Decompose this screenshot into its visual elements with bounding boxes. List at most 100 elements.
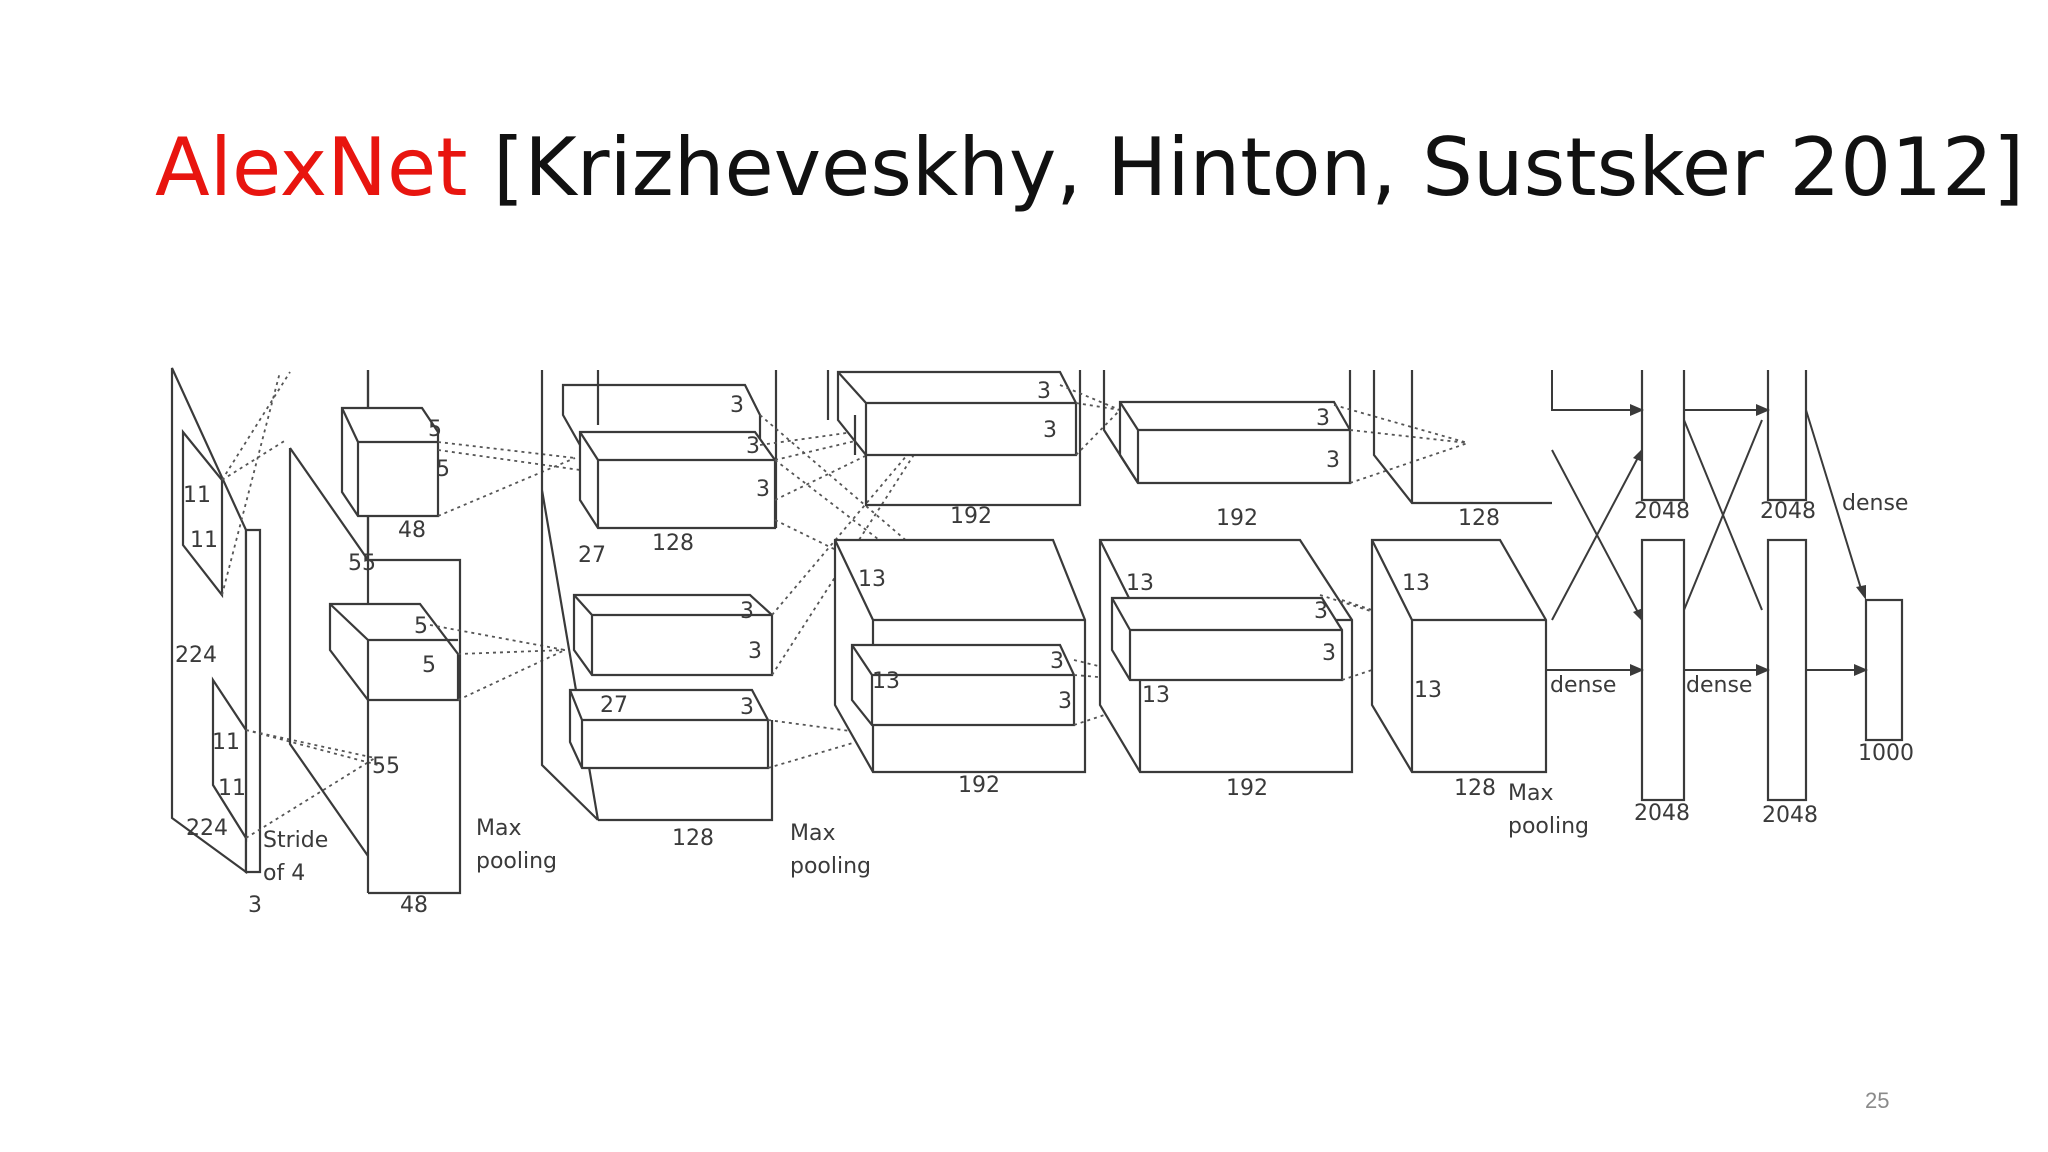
conv1-kernel-label: 5 <box>428 417 442 442</box>
conv3-kernel-label: 3 <box>1037 379 1051 404</box>
pool2-label: pooling <box>790 854 871 879</box>
fc6-size-label: 2048 <box>1634 499 1690 524</box>
conv1-depth-label: 48 <box>400 893 428 918</box>
stride-label: Stride <box>263 828 328 853</box>
conv2-depth-label: 128 <box>672 826 714 851</box>
title-citation: [Krizheveskhy, Hinton, Sustsker 2012] <box>492 121 2025 214</box>
conv3-depth-label: 192 <box>950 504 992 529</box>
fc7-size-label: 2048 <box>1760 499 1816 524</box>
arrowhead <box>1630 664 1644 676</box>
conv2-kernel-label: 3 <box>748 639 762 664</box>
conv1-kernel-top <box>340 406 440 518</box>
projection-lines <box>221 371 379 839</box>
projection-lines <box>429 441 581 701</box>
conv1-kernel-top-edge <box>341 407 438 516</box>
conv2-kernel-label: 3 <box>730 393 744 418</box>
conv4-bottom-kernel-edge <box>1111 597 1342 680</box>
conv4-kernel-label: 3 <box>1322 641 1336 666</box>
conv4-depth-label: 192 <box>1226 776 1268 801</box>
projection-lines <box>1059 384 1196 726</box>
conv4-kernel-label: 3 <box>1326 448 1340 473</box>
conv4-layer: 3 3 3 3 13 13 192 192 <box>1098 370 1469 801</box>
title-network-name: AlexNet <box>155 121 468 214</box>
input-kernel-label: 11 <box>183 483 211 508</box>
arrowhead <box>1856 585 1866 600</box>
pool1-label: pooling <box>476 849 557 874</box>
conv1-kernel-label: 5 <box>414 614 428 639</box>
conv2-kernel-label: 3 <box>740 599 754 624</box>
input-height-label: 224 <box>175 643 217 668</box>
conv4-kernel-label: 3 <box>1316 406 1330 431</box>
conv3-depth-label: 192 <box>958 773 1000 798</box>
pool3-label: Max <box>1508 781 1553 806</box>
arrowhead <box>1630 404 1644 416</box>
conv3-top-frame <box>826 370 1082 507</box>
conv2-kernel-bottom-edge <box>568 689 768 768</box>
pool3-label: pooling <box>1508 814 1589 839</box>
conv1-width-label: 55 <box>348 551 376 576</box>
page-number: 25 <box>1865 1088 1890 1113</box>
input-volume-edge <box>244 528 262 874</box>
conv2-kernel-label: 3 <box>740 695 754 720</box>
conv1-kernel-label: 5 <box>436 457 450 482</box>
fc7-size-label: 2048 <box>1762 803 1818 828</box>
conv5-depth-label: 128 <box>1454 776 1496 801</box>
dense-label: dense <box>1686 673 1752 698</box>
conv1-kernel-bottom-edge <box>329 603 458 700</box>
fc6-size-label: 2048 <box>1634 801 1690 826</box>
conv1-kernel-bottom <box>328 602 460 702</box>
conv1-layer: 5 5 5 5 48 55 55 48 Max pooling <box>288 370 581 918</box>
conv1-depth-label: 48 <box>398 518 426 543</box>
fc6-top-block <box>1640 370 1686 502</box>
conv4-kernel-label: 3 <box>1314 599 1328 624</box>
arrowhead <box>1633 448 1643 462</box>
input-kernel-label: 11 <box>218 776 246 801</box>
dense-label: dense <box>1550 673 1616 698</box>
conv3-width-label: 13 <box>872 669 900 694</box>
arrowhead <box>1854 664 1868 676</box>
dense-connection-arrows <box>1546 370 1863 671</box>
conv2-kernel-label: 3 <box>746 434 760 459</box>
conv4-width-label: 13 <box>1126 571 1154 596</box>
input-depth-label: 3 <box>248 893 262 918</box>
fc8-output-block <box>1864 598 1904 742</box>
dense-layers: 2048 2048 2048 2048 1000 dense dense den… <box>1546 370 1914 828</box>
input-layer: 11 11 11 11 224 224 3 Stride of 4 <box>170 367 379 918</box>
conv5-bottom <box>1370 538 1548 774</box>
conv2-width-label: 27 <box>600 693 628 718</box>
conv3-top-edge <box>837 371 1076 455</box>
input-width-label: 224 <box>186 816 228 841</box>
conv1-width-label: 55 <box>372 754 400 779</box>
fc8-size-label: 1000 <box>1858 741 1914 766</box>
conv5-top <box>1372 370 1552 505</box>
conv5-depth-label: 128 <box>1458 506 1500 531</box>
input-kernel-label: 11 <box>190 528 218 553</box>
conv2-kernel-bottom-edge <box>573 594 772 675</box>
conv2-kernel-label: 3 <box>756 477 770 502</box>
conv4-depth-label: 192 <box>1216 506 1258 531</box>
conv5-width-label: 13 <box>1414 678 1442 703</box>
conv5-bottom-edge <box>1371 539 1546 772</box>
conv3-kernel-label: 3 <box>1058 689 1072 714</box>
fc7-bottom-block <box>1766 538 1808 802</box>
fc6-bottom-block <box>1640 538 1686 802</box>
conv2-width-label: 27 <box>578 543 606 568</box>
pool1-label: Max <box>476 816 521 841</box>
pool2-label: Max <box>790 821 835 846</box>
conv2-kernel-top-edge <box>579 431 775 528</box>
input-kernel-label: 11 <box>212 730 240 755</box>
conv4-top-edge <box>1102 370 1352 484</box>
conv4-width-label: 13 <box>1142 683 1170 708</box>
conv4-bottom-kernel <box>1110 596 1344 682</box>
conv2-vertical-lines <box>540 370 778 528</box>
fc7-top-block <box>1766 370 1808 502</box>
conv3-layer: 3 3 3 3 13 13 192 192 <box>826 370 1196 798</box>
stride-label: of 4 <box>263 861 305 886</box>
dense-label: dense <box>1842 491 1908 516</box>
conv3-bottom-kernel-edge <box>851 644 1074 725</box>
slide-title: AlexNet [Krizheveskhy, Hinton, Sustsker … <box>155 118 2024 218</box>
arrowhead <box>1756 664 1770 676</box>
conv5-layer: 13 13 128 128 Max pooling <box>1370 370 1589 839</box>
conv5-width-label: 13 <box>1402 571 1430 596</box>
